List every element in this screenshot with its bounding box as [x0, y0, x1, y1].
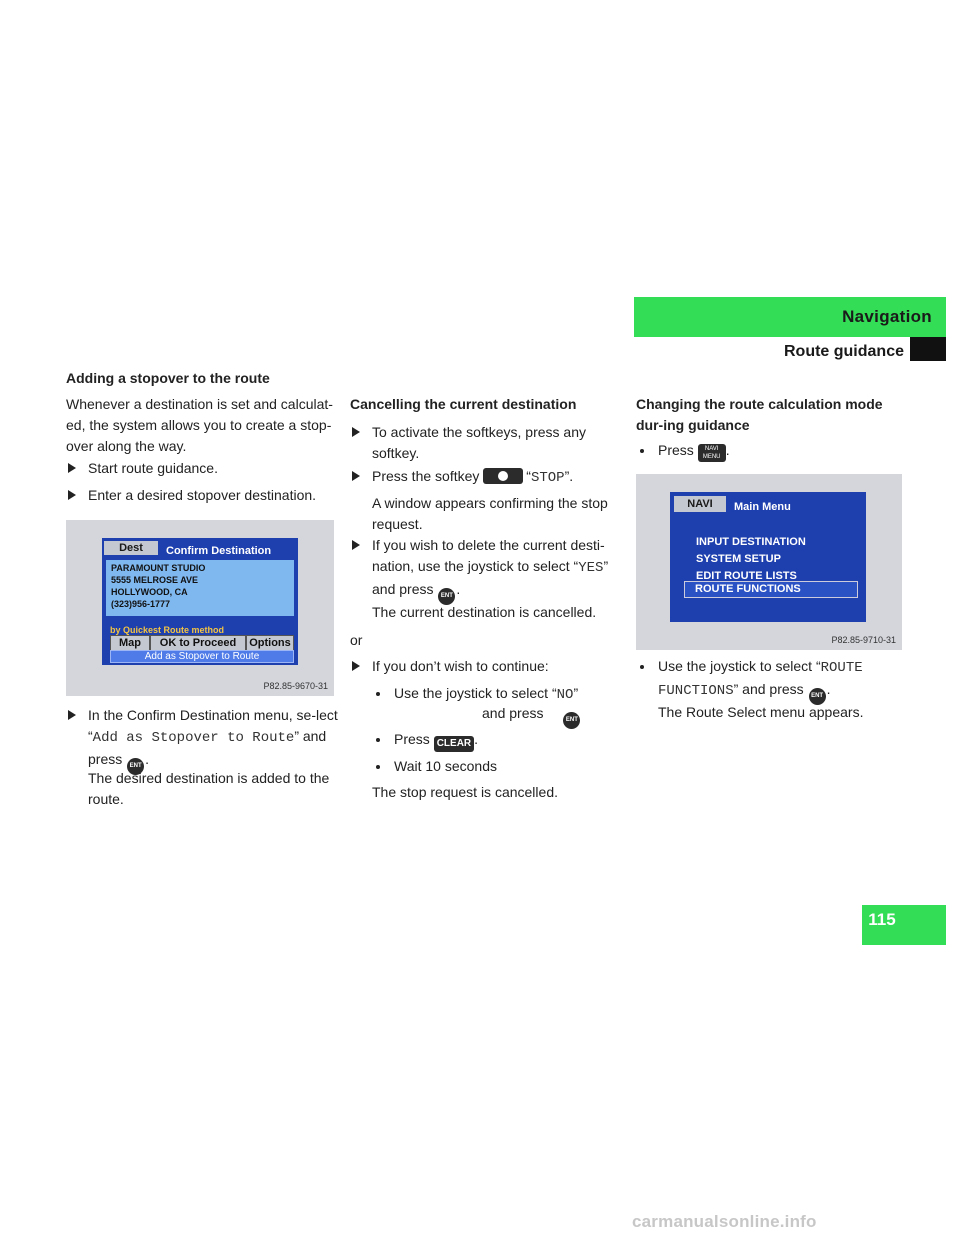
step-text: In the Confirm Destination menu, se-lect… [88, 707, 338, 744]
tab-dest: Dest [104, 541, 158, 555]
page-number-tab: 115 [862, 905, 946, 945]
ent-key-icon: ENT [438, 588, 456, 605]
key-label: NAVI [704, 446, 719, 452]
subsection-title: Route guidance [783, 343, 904, 360]
arrow-icon [352, 427, 360, 437]
bullet-text: Use the joystick to select “ [658, 658, 821, 674]
bullet-text: Use the joystick to select “ [394, 685, 557, 701]
key-label: MENU [702, 454, 721, 460]
section-title: Navigation [842, 307, 932, 326]
intro-paragraph: Whenever a destination is set and calcul… [66, 396, 333, 454]
ok-to-proceed-button[interactable]: OK to Proceed [150, 635, 246, 651]
ent-key-icon: ENT [563, 712, 581, 729]
add-as-stopover-button[interactable]: Add as Stopover to Route [110, 650, 294, 663]
arrow-icon [68, 463, 76, 473]
bullet-select-no: Use the joystick to select “NO” [372, 683, 624, 706]
stop-request-cancelled: The stop request is cancelled. [372, 784, 558, 800]
step-text: Start route guidance. [88, 460, 218, 476]
step-text: If you don’t wish to continue: [372, 658, 549, 674]
stop-window-note: A window appears confirming the stop req… [372, 495, 608, 532]
step-start-guidance: Start route guidance. [66, 458, 338, 479]
image-code: P82.85-9710-31 [831, 635, 896, 645]
map-button[interactable]: Map [110, 635, 150, 651]
screen-confirm-destination: Dest Confirm Destination PARAMOUNT STUDI… [102, 538, 298, 665]
navi-menu-key-icon: NAVI MENU [697, 444, 726, 462]
address-line: (323)956-1777 [111, 599, 171, 609]
button-row: Map OK to Proceed Options [110, 635, 294, 651]
bullet-dot [376, 692, 380, 696]
step-dont-continue: If you don’t wish to continue: [350, 656, 622, 677]
softkey-icon [483, 468, 524, 484]
code-no: NO [556, 687, 574, 703]
step-delete-destination: If you wish to delete the current desti-… [350, 535, 622, 605]
address-line: PARAMOUNT STUDIO [111, 563, 206, 573]
step-press-stop: Press the softkey “STOP”. [350, 466, 622, 489]
step-confirm-destination: In the Confirm Destination menu, se-lect… [66, 705, 338, 775]
bullet-select-no-cont: and press ENT [482, 703, 602, 729]
ent-key-icon: ENT [808, 688, 826, 705]
screenshot-main-menu: NAVI Main Menu INPUT DESTINATION SYSTEM … [636, 474, 902, 650]
or-separator: or [350, 632, 363, 648]
menu-item-input-destination[interactable]: INPUT DESTINATION [696, 536, 806, 548]
bullet-wait: Wait 10 seconds [372, 756, 624, 777]
clear-key-icon: CLEAR [433, 736, 475, 752]
bullet-text: ” and press [733, 681, 804, 697]
code-stop: STOP [530, 470, 565, 486]
heading-route-calculation: Changing the route calculation mode dur-… [636, 396, 883, 433]
code-add-stopover: Add as Stopover to Route [92, 730, 295, 746]
address-line: 5555 MELROSE AVE [111, 575, 199, 585]
section-tab: Navigation [634, 297, 946, 337]
step-enter-stopover: Enter a desired stopover destination. [66, 485, 338, 506]
heading-cancelling: Cancelling the current destination [350, 396, 577, 412]
watermark: carmanualsonline.info [632, 1212, 817, 1231]
destination-cancelled-note: The current destination is cancelled. [372, 604, 597, 620]
screen-title: Main Menu [734, 501, 791, 513]
arrow-icon [68, 710, 76, 720]
step-text: To activate the softkeys, press any soft… [372, 424, 586, 461]
bullet-text: and press [482, 705, 544, 721]
menu-item-route-functions[interactable]: ROUTE FUNCTIONS [684, 581, 858, 598]
arrow-icon [352, 661, 360, 671]
code-yes: YES [578, 560, 604, 576]
page-number: 115 [868, 910, 896, 929]
screen-title: Confirm Destination [166, 545, 272, 557]
address-line: HOLLYWOOD, CA [111, 587, 188, 597]
bullet-dot [640, 665, 644, 669]
step-text: Press the softkey [372, 468, 480, 484]
route-select-result: The Route Select menu appears. [658, 704, 864, 720]
screen-main-menu: NAVI Main Menu INPUT DESTINATION SYSTEM … [670, 492, 866, 622]
options-button[interactable]: Options [246, 635, 294, 651]
menu-item-system-setup[interactable]: SYSTEM SETUP [696, 553, 781, 565]
code-route-functions: ROUTE FUNCTIONS [658, 660, 863, 699]
arrow-icon [352, 471, 360, 481]
subsection-marker [910, 337, 946, 361]
ent-key-icon: ENT [127, 758, 145, 775]
menu-item-edit-route-lists[interactable]: EDIT ROUTE LISTS [696, 570, 797, 582]
result-destination-added: The desired destination is added to the … [88, 770, 330, 807]
bullet-press-clear: Press CLEAR. [372, 729, 624, 752]
bullet-dot [376, 765, 380, 769]
arrow-icon [352, 540, 360, 550]
arrow-icon [68, 490, 76, 500]
bullet-dot [640, 449, 644, 453]
tab-navi: NAVI [674, 496, 726, 512]
bullet-text: Press [658, 442, 694, 458]
image-code: P82.85-9670-31 [263, 681, 328, 691]
bullet-text: Press [394, 731, 430, 747]
bullet-select-route-functions: Use the joystick to select “ROUTE FUNCTI… [636, 656, 908, 705]
bullet-dot [376, 738, 380, 742]
step-text: and press [372, 581, 434, 597]
step-text: ” and press [88, 728, 327, 767]
step-activate-softkeys: To activate the softkeys, press any soft… [350, 422, 622, 464]
step-text: Enter a desired stopover destination. [88, 487, 317, 503]
screenshot-confirm-destination: Dest Confirm Destination PARAMOUNT STUDI… [66, 520, 334, 696]
route-method: by Quickest Route method [110, 625, 225, 635]
step-text: If you wish to delete the current desti-… [372, 537, 605, 574]
address-box: PARAMOUNT STUDIO 5555 MELROSE AVE HOLLYW… [106, 560, 294, 616]
heading-adding-stopover: Adding a stopover to the route [66, 370, 270, 386]
bullet-text: Wait 10 seconds [394, 758, 497, 774]
